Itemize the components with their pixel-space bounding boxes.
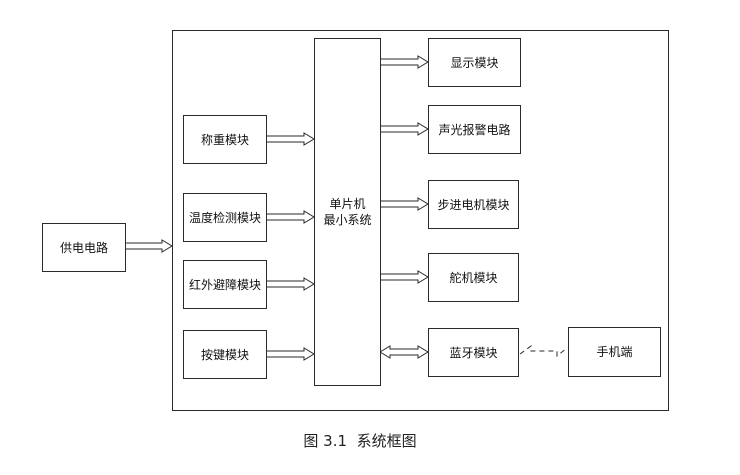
key-module-box: 按键模块 bbox=[183, 330, 267, 379]
key-module-label: 按键模块 bbox=[200, 347, 249, 362]
arrow-mcu-to-alarm bbox=[379, 122, 429, 136]
stepper-motor-module-label: 步进电机模块 bbox=[437, 197, 510, 212]
bluetooth-module-label: 蓝牙模块 bbox=[449, 345, 498, 360]
mcu-box: 单片机 最小系统 bbox=[314, 38, 381, 386]
arrow-mcu-to-display bbox=[379, 55, 429, 69]
display-module-label: 显示模块 bbox=[450, 55, 499, 70]
phone-box: 手机端 bbox=[568, 327, 661, 377]
weighing-module-label: 称重模块 bbox=[200, 132, 249, 147]
phone-label: 手机端 bbox=[596, 345, 633, 359]
alarm-circuit-label: 声光报警电路 bbox=[438, 122, 511, 137]
stepper-motor-module-box: 步进电机模块 bbox=[428, 180, 519, 229]
servo-module-label: 舵机模块 bbox=[449, 270, 498, 285]
mcu-label-line-1: 单片机 bbox=[329, 197, 366, 211]
arrow-mcu-to-stepper bbox=[379, 197, 429, 211]
arrow-infrared-to-mcu bbox=[265, 277, 315, 291]
arrow-weighing-to-mcu bbox=[265, 132, 315, 146]
arrow-key-to-mcu bbox=[265, 347, 315, 361]
infrared-module-label: 红外避障模块 bbox=[188, 277, 261, 292]
arrow-mcu-bluetooth-bidirectional bbox=[379, 345, 429, 359]
temperature-module-box: 温度检测模块 bbox=[183, 193, 267, 242]
arrow-power-to-system bbox=[124, 239, 173, 253]
system-frame bbox=[172, 30, 669, 411]
power-supply-box: 供电电路 bbox=[42, 223, 126, 272]
servo-module-box: 舵机模块 bbox=[428, 253, 519, 302]
arrow-mcu-to-servo bbox=[379, 270, 429, 284]
power-supply-label: 供电电路 bbox=[59, 240, 108, 255]
arrow-temperature-to-mcu bbox=[265, 210, 315, 224]
wireless-link-bluetooth-phone bbox=[519, 345, 568, 358]
temperature-module-label: 温度检测模块 bbox=[188, 210, 261, 225]
display-module-box: 显示模块 bbox=[428, 38, 521, 87]
infrared-module-box: 红外避障模块 bbox=[183, 260, 267, 309]
figure-caption: 图 3.1 系统框图 bbox=[303, 432, 417, 450]
alarm-circuit-box: 声光报警电路 bbox=[428, 105, 521, 154]
mcu-label-line-2: 最小系统 bbox=[323, 213, 372, 227]
bluetooth-module-box: 蓝牙模块 bbox=[428, 328, 519, 377]
weighing-module-box: 称重模块 bbox=[183, 115, 267, 164]
